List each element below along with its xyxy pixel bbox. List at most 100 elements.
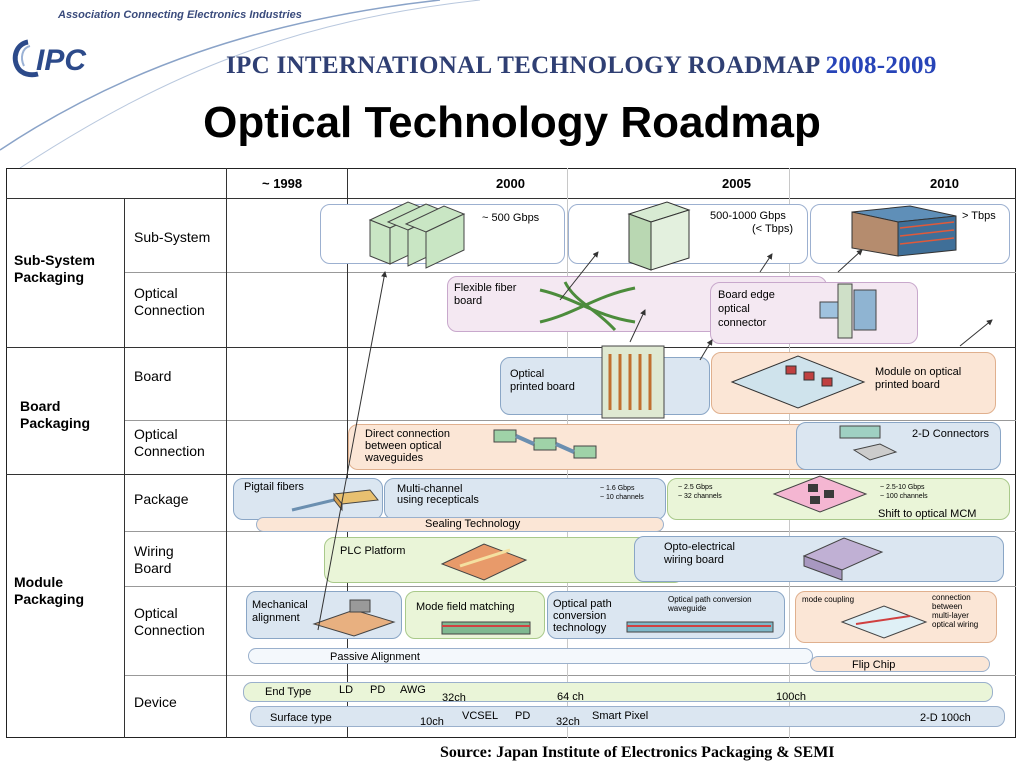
- label-ch64: 64 ch: [557, 691, 584, 703]
- label-pd: PD: [370, 684, 386, 696]
- header-swoosh: [0, 0, 481, 169]
- cabinet-illustration: [627, 201, 691, 271]
- bar-surface-type: [250, 706, 1005, 727]
- label-opc-1: Optical path: [553, 598, 612, 610]
- bar-passive-alignment: [248, 648, 813, 664]
- label-ld: LD: [339, 684, 354, 696]
- label-10ch: ~ 10 channels: [600, 494, 644, 501]
- row-label-sub-system: Sub-System: [134, 229, 211, 245]
- rack-illustration: [368, 201, 466, 269]
- year-header-2000: 2000: [496, 176, 525, 191]
- logo-text: IPC: [36, 44, 87, 77]
- label-surface-type: Surface type: [270, 712, 332, 724]
- evolution-arrows: [317, 249, 993, 631]
- label-flexible-fiber: Flexible fiber: [454, 282, 517, 294]
- roadmap-table: [6, 168, 1016, 738]
- label-opc-2: conversion: [553, 610, 607, 622]
- row-divider: [124, 420, 1016, 421]
- label-32ch: ~ 32 channels: [678, 493, 722, 500]
- flexible-fiber-illustration: [539, 281, 636, 332]
- label-module-on-2: printed board: [875, 379, 940, 391]
- mcm-illustration: [772, 475, 868, 513]
- bar-sealing-technology: [256, 517, 664, 532]
- label-ch100: 100ch: [776, 691, 806, 703]
- label-board-edge-1: Board edge: [718, 289, 775, 301]
- label-plc: PLC Platform: [340, 545, 406, 557]
- label-flip-chip: Flip Chip: [852, 659, 896, 671]
- box-board-edge-connector: [710, 282, 918, 344]
- category-board-packaging: Board Packaging: [20, 398, 91, 431]
- row-label-optical-connection: Optical Connection: [134, 285, 205, 318]
- label-ch32: 32ch: [442, 692, 466, 704]
- box-2d-connectors: [796, 422, 1001, 470]
- row-divider: [124, 272, 1016, 273]
- year-header-1998: ~ 1998: [262, 176, 303, 191]
- label-smart-pixel: Smart Pixel: [592, 710, 649, 722]
- label-pd2: PD: [515, 710, 531, 722]
- roadmap-header: IPC INTERNATIONAL TECHNOLOGY ROADMAP 200…: [226, 52, 937, 80]
- row-divider: [124, 586, 1016, 587]
- row-label-package: Package: [134, 491, 189, 507]
- waveguide-illustration: [493, 429, 597, 459]
- category-module-packaging: Module Packaging: [14, 574, 85, 607]
- server-stack-illustration: [851, 205, 957, 257]
- label-passive: Passive Alignment: [330, 651, 420, 663]
- label-1-6gbps: ~ 1.6 Gbps: [600, 485, 635, 492]
- roadmap-years: 2008-2009: [825, 52, 937, 79]
- label-conn-ml-4: optical wiring: [932, 620, 979, 629]
- bar-flip-chip: [810, 656, 990, 672]
- label-2d-100ch: 2-D 100ch: [920, 712, 971, 724]
- row-label-wiring-board: Wiring Board: [134, 543, 174, 576]
- label-gt-tbps: > Tbps: [962, 210, 996, 222]
- label-conn-ml-1: connection: [932, 593, 971, 602]
- label-2-5gbps: ~ 2.5 Gbps: [678, 484, 713, 491]
- label-500-1000gbps: 500-1000 Gbps: [710, 210, 786, 222]
- label-mode-coupling: mode coupling: [802, 595, 855, 604]
- label-multichannel-2: using recepticals: [397, 494, 479, 506]
- col-divider: [124, 198, 125, 738]
- label-vcsel: VCSEL: [462, 710, 499, 722]
- label-awg: AWG: [400, 684, 426, 696]
- label-shift-mcm: Shift to optical MCM: [878, 508, 977, 520]
- label-module-on-1: Module on optical: [875, 366, 962, 378]
- label-lt-tbps: (< Tbps): [752, 223, 794, 235]
- label-direct-3: waveguides: [365, 452, 424, 464]
- label-direct-1: Direct connection: [365, 428, 450, 440]
- box-multi-channel: [384, 478, 666, 520]
- multilayer-illustration: [840, 605, 928, 639]
- label-sealing: Sealing Technology: [425, 518, 521, 530]
- label-opto-1: Opto-electrical: [664, 541, 735, 553]
- year-header-2005: 2005: [722, 176, 751, 191]
- label-mech-2: alignment: [252, 612, 300, 624]
- label-board-edge-2: optical: [718, 303, 750, 315]
- optical-printed-board-illustration: [601, 345, 665, 419]
- label-multichannel-1: Multi-channel: [397, 483, 463, 495]
- label-direct-2: between optical: [365, 440, 442, 452]
- plc-illustration: [440, 543, 528, 581]
- label-opc-wg-1: Optical path conversion: [668, 595, 752, 604]
- row-label-board: Board: [134, 368, 172, 384]
- row-label-optical-connection: Optical Connection: [134, 605, 205, 638]
- mech-alignment-illustration: [312, 599, 396, 637]
- label-ch32b: 32ch: [556, 716, 580, 728]
- label-conn-ml-2: between: [932, 602, 963, 611]
- label-100ch: ~ 100 channels: [880, 493, 928, 500]
- tagline: Association Connecting Electronics Indus…: [58, 9, 302, 21]
- opc-waveguide-illustration: [626, 621, 774, 633]
- section-divider: [6, 347, 1016, 348]
- label-opc-wg-2: waveguide: [668, 604, 707, 613]
- label-end-type: End Type: [265, 686, 312, 698]
- slide-title: Optical Technology Roadmap: [203, 98, 821, 147]
- category-sub-system-packaging: Sub-System Packaging: [14, 252, 95, 285]
- opto-board-illustration: [802, 537, 884, 581]
- module-on-board-illustration: [730, 355, 866, 409]
- board-edge-connector-illustration: [819, 283, 877, 339]
- label-mode-field: Mode field matching: [416, 601, 515, 613]
- ipc-logo: IPC: [12, 39, 87, 78]
- label-ch10: 10ch: [420, 716, 444, 728]
- label-board-edge-3: connector: [718, 317, 767, 329]
- label-opto-2: wiring board: [664, 554, 724, 566]
- col-divider: [226, 168, 227, 738]
- year-header-2010: 2010: [930, 176, 959, 191]
- label-opc-3: technology: [553, 622, 607, 634]
